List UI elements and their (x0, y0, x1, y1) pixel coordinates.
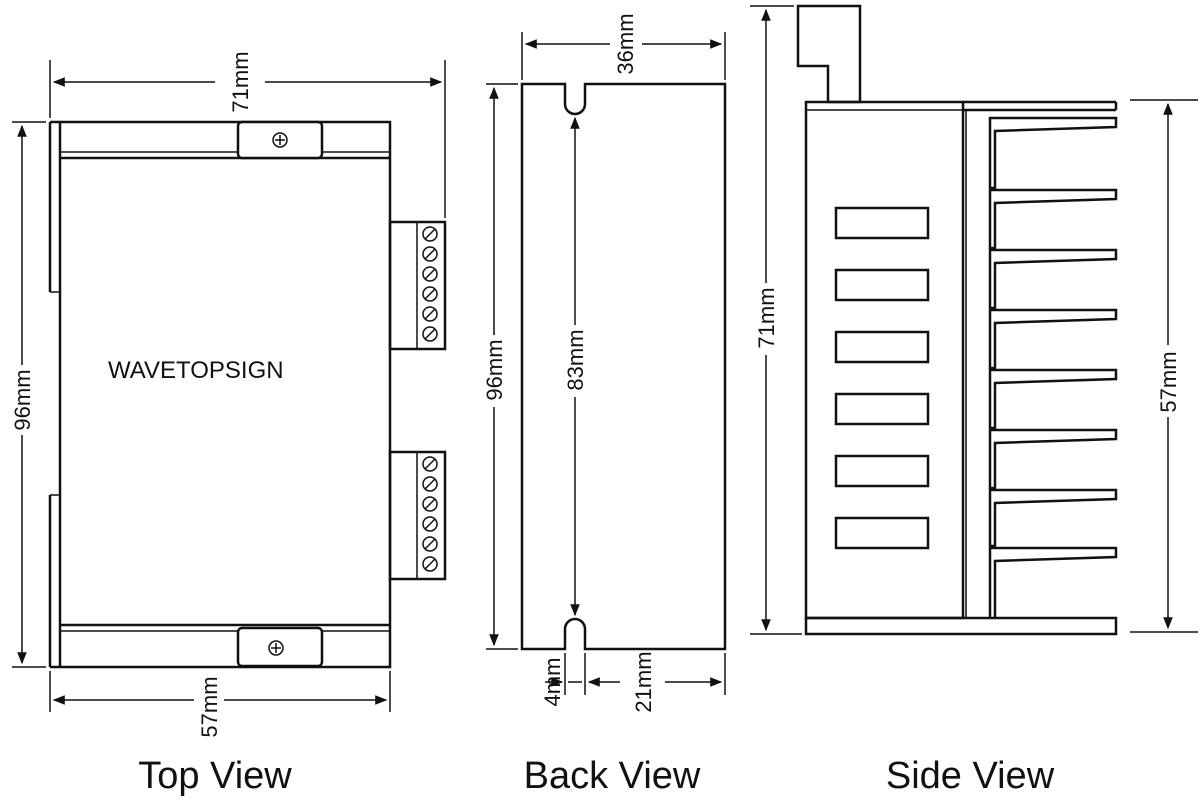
terminal-block-upper (388, 220, 447, 351)
terminal-block-lower (388, 450, 447, 581)
terminal-screw-icon (422, 476, 438, 492)
screw-hole-icon (272, 132, 288, 148)
dim-label-top-base: 57mm (197, 676, 222, 737)
caption-top-view: Top View (138, 755, 292, 797)
dim-label-back-height: 96mm (482, 339, 507, 400)
top-view: WAVETOPSIGN 71mm 96mm 57mm Top View (10, 51, 447, 797)
terminal-screw-icon (422, 326, 438, 342)
vent-slot (834, 206, 930, 240)
vent-slots (834, 206, 930, 550)
terminal-screw-icon (422, 516, 438, 532)
vent-slot (834, 454, 930, 488)
terminal-screw-icon (422, 246, 438, 262)
brand-label: WAVETOPSIGN (108, 357, 284, 384)
side-view: 71mm 57mm Side View (750, 4, 1198, 797)
back-view: 36mm 96mm 83mm 4mm 21mm Back View (482, 13, 727, 797)
side-view-body (804, 100, 965, 620)
vent-slot (834, 392, 930, 426)
dim-label-side-fin: 57mm (1156, 351, 1181, 412)
terminal-screw-icon (422, 536, 438, 552)
fin-profile (988, 116, 1118, 618)
terminal-screw-icon (422, 496, 438, 512)
vent-slot (834, 268, 930, 302)
terminal-screw-icon (422, 226, 438, 242)
dim-label-back-slot: 4mm (540, 658, 565, 707)
terminal-screw-icon (422, 306, 438, 322)
dim-label-top-height: 96mm (10, 369, 35, 430)
terminal-screw-icon (422, 456, 438, 472)
heatsink-fins (988, 116, 1118, 618)
side-view-base (804, 616, 1118, 636)
dim-label-side-height: 71mm (754, 287, 779, 348)
vent-slot (834, 330, 930, 364)
side-view-bracket (796, 4, 862, 104)
caption-side-view: Side View (886, 755, 1055, 797)
top-view-body (58, 120, 392, 669)
terminal-screw-icon (422, 266, 438, 282)
dim-label-back-width: 36mm (613, 13, 638, 74)
screw-hole-icon (268, 640, 284, 656)
terminal-screw-icon (422, 286, 438, 302)
terminal-screw-icon (422, 556, 438, 572)
vent-slot (834, 516, 930, 550)
back-view-plate (520, 82, 727, 651)
dim-label-back-inner: 83mm (563, 329, 588, 390)
dim-label-back-offset: 21mm (631, 651, 656, 712)
bottom-mount-tab (236, 626, 324, 668)
caption-back-view: Back View (524, 755, 701, 797)
dim-label-top-width: 71mm (228, 51, 253, 112)
